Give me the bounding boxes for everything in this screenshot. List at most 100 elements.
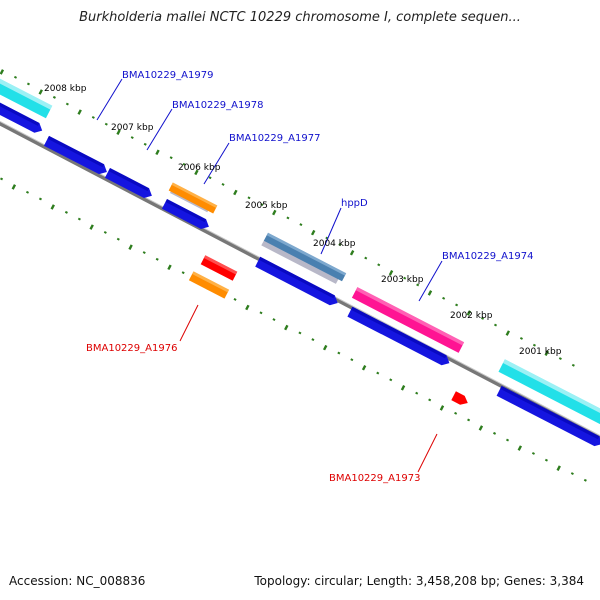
lower-tick-mark <box>272 318 276 321</box>
lower-tick-mark <box>0 177 4 181</box>
upper-tick-mark <box>388 270 394 276</box>
upper-tick-mark <box>403 276 407 280</box>
lower-tick-mark <box>89 224 94 230</box>
label-leader-line <box>418 260 443 302</box>
genome-summary-text: Topology: circular; Length: 3,458,208 bp… <box>254 574 584 588</box>
lower-tick-mark <box>493 431 497 435</box>
lower-tick-mark <box>284 324 289 331</box>
gene-label-bma10229-a1977[interactable]: BMA10229_A1977 <box>229 133 320 144</box>
cds-forward-arrow <box>161 199 209 229</box>
upper-tick-mark <box>338 243 342 247</box>
tick-label: 2006 kbp <box>178 163 221 173</box>
lower-tick-mark <box>298 331 302 335</box>
gene-bma10229-a1974 <box>351 287 465 353</box>
upper-tick-mark <box>0 69 5 75</box>
upper-tick-mark <box>13 75 18 79</box>
upper-tick-mark <box>169 156 173 160</box>
lower-tick-mark <box>467 418 471 422</box>
tick-label: 2004 kbp <box>313 239 356 249</box>
upper-tick-mark <box>233 189 238 196</box>
grey-band-hppd <box>261 240 339 284</box>
lower-tick-mark <box>167 264 172 271</box>
tick-layer <box>0 69 587 482</box>
gene-bma10229-a1976-fragment-shade <box>203 255 238 275</box>
gene-label-bma10229-a1979[interactable]: BMA10229_A1979 <box>122 70 213 81</box>
tick-label: 2002 kbp <box>450 311 493 321</box>
gene-label-bma10229-a1973[interactable]: BMA10229_A1973 <box>329 473 420 484</box>
upper-tick-mark <box>455 303 459 307</box>
lower-tick-mark <box>322 344 328 351</box>
gene-label-hppd[interactable]: hppD <box>341 198 368 209</box>
upper-tick-mark <box>442 296 446 300</box>
upper-tick-mark <box>299 223 303 227</box>
cds-forward-arrow-shade <box>108 168 150 192</box>
upper-tick-mark <box>377 263 381 267</box>
map-title: Burkholderia mallei NCTC 10229 chromosom… <box>79 10 521 25</box>
lower-tick-mark <box>311 338 315 342</box>
lower-tick-mark <box>583 478 587 482</box>
cds-forward-arrow-shade <box>47 135 105 168</box>
cyan-track-left-shade <box>0 78 53 110</box>
lower-tick-mark <box>428 398 432 402</box>
label-leader-line <box>320 207 342 255</box>
lower-tick-mark <box>376 371 380 375</box>
upper-tick-mark <box>26 82 30 86</box>
upper-tick-mark <box>310 229 316 236</box>
cds-forward-arrow-shade <box>258 256 335 299</box>
cds-forward-arrow <box>496 385 600 447</box>
lower-tick-mark <box>128 244 133 250</box>
lower-tick-mark <box>259 311 263 315</box>
cds-forward-arrow <box>255 256 338 306</box>
lower-tick-mark <box>517 445 523 451</box>
gene-bma10229-a1973 <box>451 391 468 405</box>
upper-tick-mark <box>182 162 186 166</box>
lower-tick-mark <box>570 472 574 475</box>
gene-bma10229-a1977-shade <box>171 182 218 208</box>
cds-forward-arrow-shade <box>165 199 207 223</box>
upper-tick-mark <box>260 203 264 206</box>
label-leader-line <box>179 304 199 342</box>
cds-forward-arrow-shade <box>500 385 600 440</box>
lower-tick-mark <box>103 231 107 234</box>
upper-tick-mark <box>427 290 433 296</box>
upper-tick-mark <box>544 350 549 356</box>
gene-hppd <box>263 232 347 282</box>
label-leader-line <box>96 78 123 121</box>
lower-tick-mark <box>181 271 185 275</box>
cds-forward-arrow <box>347 306 450 366</box>
lower-tick-mark <box>142 251 146 254</box>
lower-tick-mark <box>400 385 406 391</box>
lower-tick-mark <box>116 237 120 241</box>
gene-label-bma10229-a1976[interactable]: BMA10229_A1976 <box>86 343 177 354</box>
lower-tick-mark <box>531 452 535 455</box>
accession-text: Accession: NC_008836 <box>9 574 146 588</box>
upper-tick-mark <box>364 256 368 260</box>
lower-tick-mark <box>38 197 42 201</box>
gene-bma10229-a1977 <box>168 182 218 214</box>
gene-label-bma10229-a1974[interactable]: BMA10229_A1974 <box>442 251 533 262</box>
cds-forward-arrow <box>43 135 107 175</box>
upper-tick-mark <box>194 169 199 176</box>
upper-tick-mark <box>155 149 160 156</box>
lower-tick-mark <box>25 190 30 194</box>
upper-tick-mark <box>77 109 82 115</box>
lower-tick-mark <box>389 378 393 382</box>
upper-tick-mark <box>481 316 485 320</box>
upper-tick-mark <box>466 310 472 316</box>
upper-tick-mark <box>416 283 420 287</box>
tick-label: 2008 kbp <box>44 84 87 94</box>
lower-tick-mark <box>77 217 81 221</box>
gene-label-bma10229-a1978[interactable]: BMA10229_A1978 <box>172 100 263 111</box>
upper-tick-mark <box>130 136 134 139</box>
upper-tick-mark <box>286 216 290 220</box>
lower-tick-mark <box>11 184 17 190</box>
features-layer <box>0 78 600 447</box>
lower-tick-mark <box>361 364 367 371</box>
cyan-track-right <box>498 359 600 425</box>
upper-tick-mark <box>558 357 562 360</box>
lower-tick-mark <box>544 458 548 462</box>
cds-forward-arrow-shade <box>0 102 40 126</box>
lower-tick-mark <box>155 257 159 261</box>
